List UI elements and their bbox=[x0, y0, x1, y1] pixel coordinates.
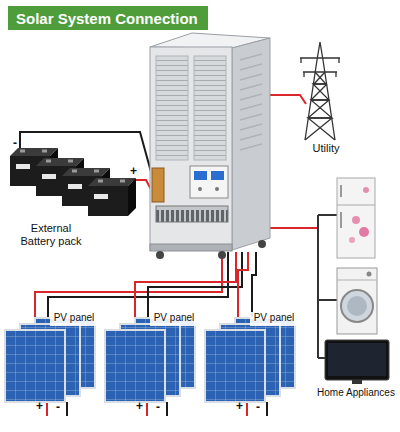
polarity-sign: - bbox=[156, 401, 160, 413]
inverter-cabinet-part bbox=[215, 187, 219, 191]
refrigerator-part bbox=[349, 237, 355, 243]
inverter-cabinet-part bbox=[240, 54, 262, 150]
battery-pack bbox=[10, 148, 136, 216]
inverter-cabinet-part bbox=[194, 56, 226, 160]
inverter-cabinet-part bbox=[258, 240, 266, 248]
pv-panels-part bbox=[205, 318, 295, 402]
inverter-cabinet-part bbox=[156, 251, 164, 259]
utility-tower-part bbox=[301, 58, 339, 77]
pv-leads-part bbox=[66, 402, 68, 416]
pv-leads-part bbox=[266, 402, 268, 416]
pv-panels-part bbox=[105, 318, 195, 402]
node-label-box: PV panel bbox=[250, 312, 298, 326]
inverter-cabinet-part bbox=[150, 47, 232, 250]
refrigerator-part bbox=[340, 212, 342, 228]
polarity-sign: + bbox=[36, 400, 43, 412]
node-text: External Battery pack bbox=[12, 222, 90, 247]
node-text: PV panel bbox=[150, 312, 198, 324]
television-part bbox=[325, 340, 389, 380]
utility-wire bbox=[268, 95, 306, 104]
pv-leads-part bbox=[146, 402, 148, 416]
inverter-cabinet-part bbox=[194, 171, 207, 180]
refrigerator-part bbox=[363, 187, 369, 193]
refrigerator-part bbox=[340, 185, 342, 197]
utility-tower-part bbox=[300, 58, 340, 72]
node-text: PV panel bbox=[50, 312, 98, 324]
polarity-sign: + bbox=[236, 400, 243, 412]
television bbox=[325, 340, 389, 384]
polarity-sign: - bbox=[13, 137, 17, 149]
washing-machine-part bbox=[367, 272, 372, 277]
node-text: PV panel bbox=[250, 312, 298, 324]
pv-wires-part bbox=[252, 252, 256, 318]
node-label-box: Utility bbox=[292, 142, 360, 158]
node-text: Utility bbox=[292, 142, 360, 155]
polarity-sign: + bbox=[130, 165, 137, 177]
pv-wires-part bbox=[35, 252, 222, 330]
washing-machine bbox=[337, 268, 377, 334]
inverter-cabinet-part bbox=[152, 168, 164, 202]
television-part bbox=[352, 380, 362, 384]
inverter-cabinet-part bbox=[150, 244, 232, 251]
television-part bbox=[328, 343, 386, 376]
utility-tower bbox=[300, 42, 340, 140]
title-text: Solar System Connection bbox=[16, 10, 198, 27]
refrigerator-part bbox=[359, 227, 369, 237]
utility-wire-part bbox=[268, 95, 306, 104]
node-label-box: PV panel bbox=[150, 312, 198, 326]
node-label-box: External Battery pack bbox=[12, 222, 90, 252]
inverter-cabinet-part bbox=[232, 38, 270, 250]
pv-wires-part bbox=[135, 252, 236, 330]
refrigerator-part bbox=[352, 216, 360, 224]
pv-panels bbox=[5, 318, 295, 402]
utility-tower-part bbox=[305, 42, 335, 140]
inverter-cabinet-part bbox=[218, 251, 226, 259]
battery-pack-part bbox=[88, 178, 136, 216]
pv-wires-part bbox=[148, 252, 242, 330]
polarity-sign: + bbox=[136, 400, 143, 412]
refrigerator bbox=[337, 178, 375, 258]
title-band: Solar System Connection bbox=[8, 6, 208, 30]
washing-machine-part bbox=[337, 268, 377, 334]
inverter-cabinet-part bbox=[211, 171, 224, 180]
washing-machine-part bbox=[341, 290, 373, 322]
inverter-cabinet-part bbox=[190, 166, 228, 198]
node-label-box: PV panel bbox=[50, 312, 98, 326]
pv-leads-part bbox=[246, 402, 248, 416]
node-text: Home Appliances bbox=[312, 387, 400, 399]
refrigerator-part bbox=[337, 205, 375, 206]
inverter-cabinet bbox=[150, 33, 270, 259]
pv-leads-part bbox=[46, 402, 48, 416]
inverter-cabinet-part bbox=[156, 206, 228, 222]
inverter-cabinet-part bbox=[156, 56, 188, 160]
washing-machine-part bbox=[347, 296, 367, 316]
pv-panels-part bbox=[5, 318, 95, 402]
inverter-cabinet-part bbox=[198, 187, 202, 191]
pv-wires-part bbox=[238, 252, 248, 318]
pv-leads-part bbox=[166, 402, 168, 416]
appliance-wires-part bbox=[318, 215, 337, 358]
node-label-box: Home Appliances bbox=[312, 387, 400, 401]
polarity-sign: - bbox=[56, 401, 60, 413]
pv-leads bbox=[47, 402, 267, 416]
polarity-sign: - bbox=[256, 401, 260, 413]
washing-machine-part bbox=[337, 280, 377, 281]
refrigerator-part bbox=[337, 178, 375, 258]
utility-tower-part bbox=[305, 72, 335, 140]
